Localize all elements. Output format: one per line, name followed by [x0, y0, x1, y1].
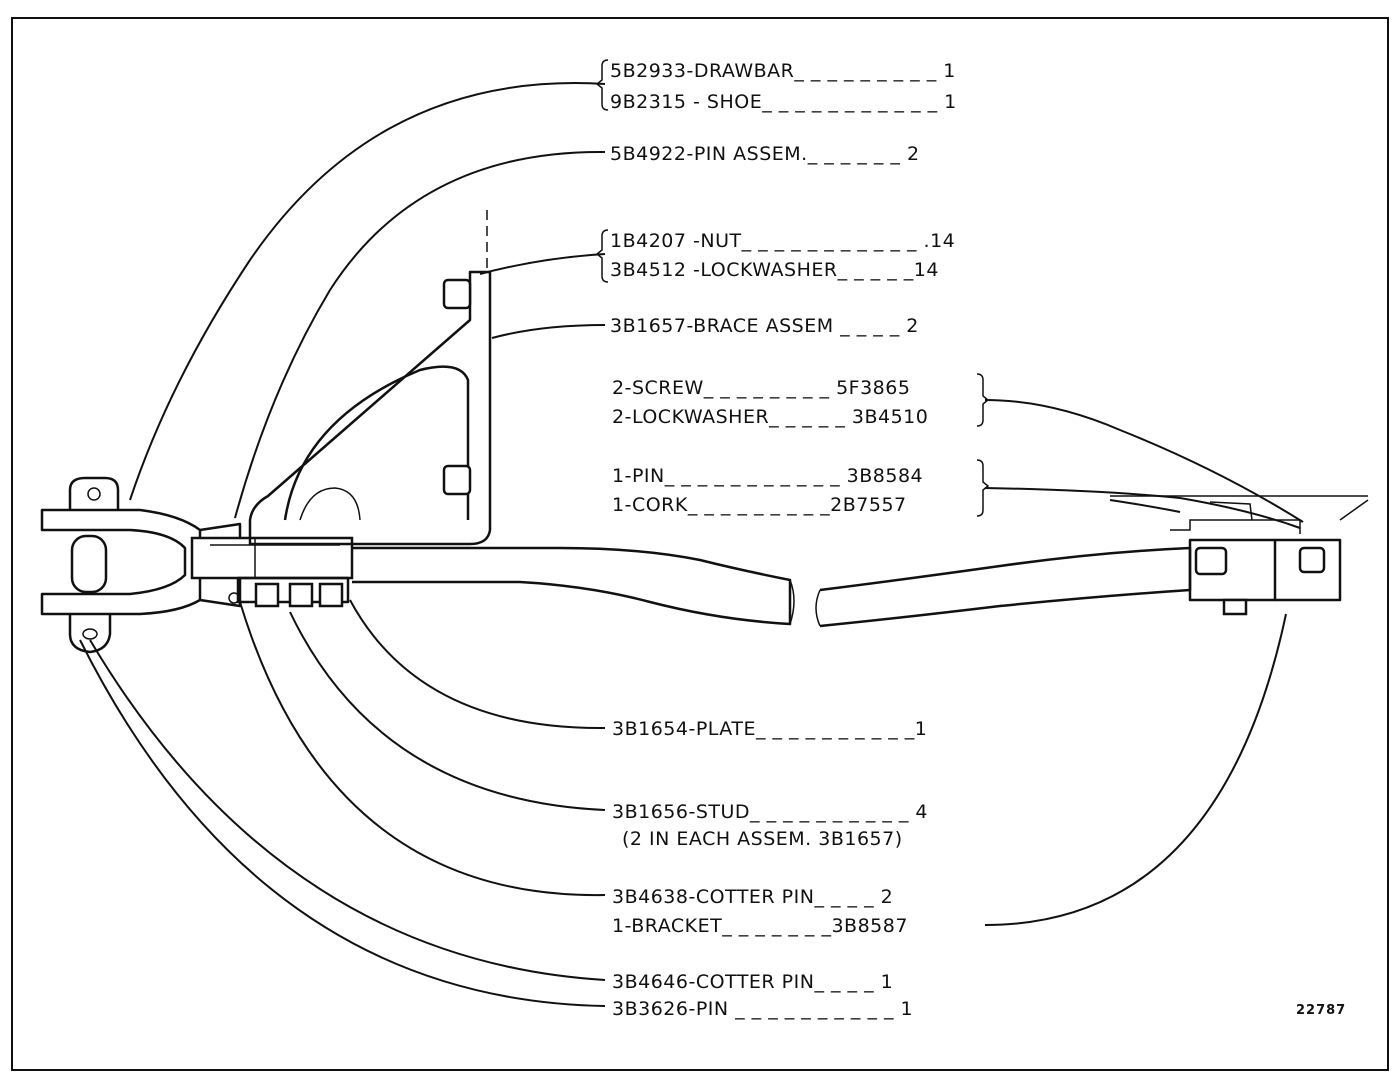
label-pin-3626: 3B3626-PIN _ _ _ _ _ _ _ _ _ _ 1 [612, 998, 913, 1020]
label-cork: 1-CORK_ _ _ _ _ _ _ _ _2B7557 [612, 494, 907, 516]
label-nut: 1B4207 -NUT_ _ _ _ _ _ _ _ _ _ _ .14 [610, 230, 955, 252]
label-pin-1: 1-PIN_ _ _ _ _ _ _ _ _ _ _ 3B8584 [612, 465, 923, 487]
label-brace-assem: 3B1657-BRACE ASSEM _ _ _ _ 2 [610, 315, 919, 337]
label-shoe: 9B2315 - SHOE_ _ _ _ _ _ _ _ _ _ _ 1 [610, 91, 957, 113]
label-screw: 2-SCREW_ _ _ _ _ _ _ _ 5F3865 [612, 377, 910, 399]
label-plate: 3B1654-PLATE_ _ _ _ _ _ _ _ _ _1 [612, 718, 927, 740]
label-lockwasher-14: 3B4512 -LOCKWASHER_ _ _ _ _14 [610, 259, 939, 281]
brace-assembly [248, 210, 492, 546]
label-bracket: 1-BRACKET_ _ _ _ _ _ _3B8587 [612, 915, 908, 937]
bracket-assembly [1110, 495, 1369, 616]
label-stud: 3B1656-STUD_ _ _ _ _ _ _ _ _ _ 4 [612, 801, 928, 823]
label-drawbar: 5B2933-DRAWBAR_ _ _ _ _ _ _ _ _ 1 [610, 60, 956, 82]
leader-lines [79, 82, 1304, 1007]
label-lockwasher-2: 2-LOCKWASHER_ _ _ _ _ 3B4510 [612, 406, 928, 428]
figure-number: 22787 [1296, 1003, 1346, 1018]
label-cotter-pin-1: 3B4646-COTTER PIN_ _ _ _ 1 [612, 971, 893, 993]
label-stud-note: (2 IN EACH ASSEM. 3B1657) [622, 828, 903, 850]
grouping-braces [595, 59, 990, 517]
diagram-border [11, 17, 1389, 1071]
parts-list: 5B2933-DRAWBAR_ _ _ _ _ _ _ _ _ 1 9B2315… [610, 60, 1346, 1020]
label-cotter-pin-2: 3B4638-COTTER PIN_ _ _ _ 2 [612, 886, 893, 908]
label-pin-assem: 5B4922-PIN ASSEM._ _ _ _ _ _ 2 [610, 143, 920, 165]
